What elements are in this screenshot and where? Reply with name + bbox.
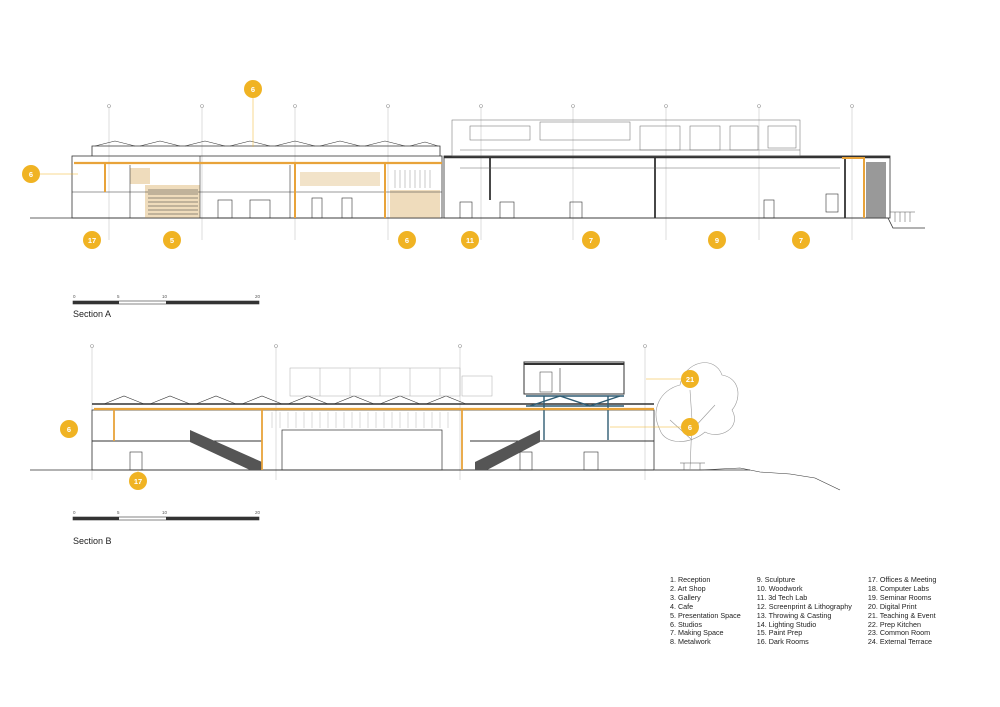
scale-a-tick-3: 20 (255, 294, 261, 299)
svg-text:6: 6 (688, 423, 692, 432)
scale-a-tick-0: 0 (73, 294, 76, 299)
scale-b-tick-0: 0 (73, 510, 76, 515)
svg-text:9: 9 (715, 236, 719, 245)
legend-item: 4. Cafe (670, 601, 694, 611)
scale-b-tick-2: 10 (162, 510, 168, 515)
section-b-title: Section B (73, 536, 112, 546)
legend-item: 16. Dark Rooms (756, 637, 809, 647)
section-a-drawing (30, 98, 925, 240)
section-b-drawing (30, 344, 841, 491)
svg-text:6: 6 (67, 425, 71, 434)
callout-b-1: 6 (60, 420, 78, 438)
legend-item: 24. External Terrace (867, 637, 933, 647)
svg-text:6: 6 (29, 170, 33, 179)
legend-item: 17. Offices & Meeting (867, 575, 937, 584)
legend-item: 9. Sculpture (756, 575, 796, 584)
callout-a-1: 6 (244, 80, 262, 98)
svg-text:5: 5 (170, 236, 174, 245)
legend-item: 19. Seminar Rooms (867, 592, 932, 602)
scale-a-tick-2: 10 (162, 294, 168, 299)
callout-a-6: 11 (461, 231, 479, 249)
callout-b-2: 21 (681, 370, 699, 388)
svg-text:21: 21 (686, 375, 694, 384)
room-legend: 1. Reception 2. Art Shop 3. Gallery 4. C… (670, 575, 937, 647)
legend-item: 14. Lighting Studio (756, 619, 817, 629)
svg-text:11: 11 (466, 236, 474, 245)
legend-item: 3. Gallery (670, 592, 701, 602)
section-b-scale-bar (72, 516, 260, 521)
callout-a-7: 7 (582, 231, 600, 249)
legend-item: 23. Common Room (867, 628, 931, 638)
callout-b-3: 6 (681, 418, 699, 436)
callout-a-3: 17 (83, 231, 101, 249)
legend-item: 21. Teaching & Event (867, 610, 936, 620)
scale-b-tick-1: 5 (117, 510, 120, 515)
legend-item: 11. 3d Tech Lab (756, 592, 808, 602)
legend-item: 5. Presentation Space (670, 610, 741, 620)
svg-text:6: 6 (405, 236, 409, 245)
legend-item: 2. Art Shop (670, 583, 706, 593)
legend-column-1: 1. Reception 2. Art Shop 3. Gallery 4. C… (670, 575, 741, 647)
legend-item: 13. Throwing & Casting (756, 610, 832, 620)
svg-text:7: 7 (589, 236, 593, 245)
svg-text:7: 7 (799, 236, 803, 245)
legend-item: 1. Reception (670, 575, 711, 584)
callout-a-8: 9 (708, 231, 726, 249)
scale-b-tick-3: 20 (255, 510, 261, 515)
legend-item: 6. Studios (670, 619, 702, 629)
legend-item: 22. Prep Kitchen (867, 619, 921, 629)
legend-item: 8. Metalwork (670, 637, 711, 647)
callout-b-4: 17 (129, 472, 147, 490)
callout-a-9: 7 (792, 231, 810, 249)
legend-column-2: 9. Sculpture 10. Woodwork 11. 3d Tech La… (756, 575, 852, 647)
scale-a-tick-1: 5 (117, 294, 120, 299)
callout-a-4: 5 (163, 231, 181, 249)
callout-a-2: 6 (22, 165, 40, 183)
legend-item: 20. Digital Print (867, 601, 917, 611)
legend-item: 12. Screenprint & Lithography (756, 601, 852, 611)
svg-text:17: 17 (88, 236, 96, 245)
legend-column-3: 17. Offices & Meeting 18. Computer Labs … (867, 575, 937, 647)
svg-text:6: 6 (251, 85, 255, 94)
section-a-scale-bar (72, 300, 260, 305)
callout-a-5: 6 (398, 231, 416, 249)
svg-text:17: 17 (134, 477, 142, 486)
legend-item: 7. Making Space (670, 628, 724, 638)
legend-item: 10. Woodwork (756, 583, 803, 593)
section-a-title: Section A (73, 309, 112, 319)
legend-item: 15. Paint Prep (756, 628, 803, 638)
legend-item: 18. Computer Labs (867, 583, 929, 593)
